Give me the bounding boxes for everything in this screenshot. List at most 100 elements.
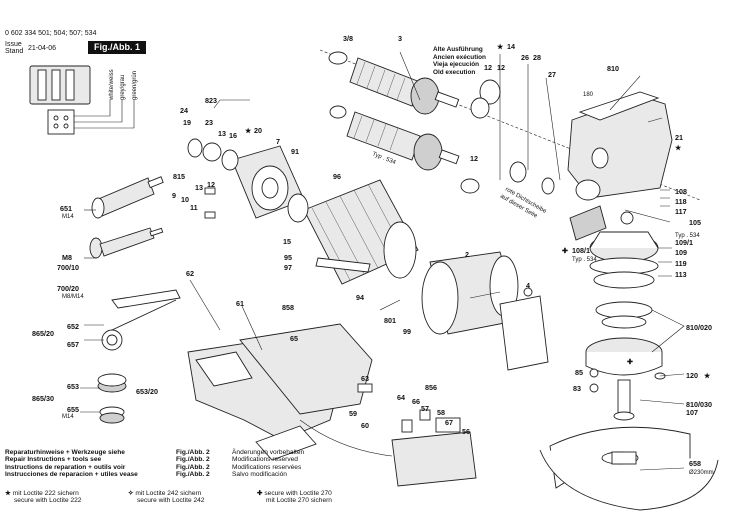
- note-m14: M14: [62, 414, 74, 420]
- label-12: 12: [470, 154, 478, 163]
- label-7: 7: [276, 137, 280, 146]
- loctite-222-symbol: ★: [703, 371, 711, 380]
- bevel-gear-drawing: [569, 205, 659, 289]
- label-117: 117: [675, 207, 687, 216]
- label-65: 65: [290, 334, 298, 343]
- label-105: 105: [689, 218, 701, 227]
- issue-label: Issue: [5, 41, 22, 48]
- bearing-flange-drawing: [187, 138, 309, 223]
- label-10: 10: [181, 195, 189, 204]
- label-4: 4: [526, 281, 530, 290]
- field-coil-drawing: [29, 65, 135, 135]
- label-57: 57: [421, 404, 429, 413]
- label-810-020: 810/020: [686, 323, 712, 332]
- loctite-222-symbol: ★: [244, 126, 252, 135]
- label-16: 16: [229, 131, 237, 140]
- label-91: 91: [291, 147, 299, 156]
- label-12: 12: [484, 63, 492, 72]
- label-62: 62: [186, 269, 194, 278]
- leader-lines: [80, 51, 685, 471]
- label-56: 56: [462, 427, 470, 436]
- label-107: 107: [686, 408, 698, 417]
- label-11: 11: [190, 203, 198, 212]
- loctite-270-symbol: ✚: [627, 357, 633, 366]
- label-99: 99: [403, 327, 411, 336]
- cross-icon: ✚: [257, 490, 263, 497]
- label-95: 95: [284, 253, 292, 262]
- label-865-20: 865/20: [32, 329, 54, 338]
- loctite-222-symbol: ★: [496, 42, 504, 51]
- motor-housing-drawing: [421, 251, 549, 371]
- label-67: 67: [445, 418, 453, 427]
- label-63: 63: [361, 374, 369, 383]
- label-823: 823: [205, 96, 217, 105]
- stator-drawing: [303, 179, 419, 285]
- part-numbers: 0 602 334 501; 504; 507; 534: [5, 30, 97, 37]
- figure-badge: Fig./Abb. 1: [88, 41, 146, 54]
- loctite-270-symbol: ✚: [562, 246, 568, 255]
- legend-loctite-242: ✧ mit Loctite 242 sichern secure with Lo…: [128, 490, 205, 505]
- label-15: 15: [283, 237, 291, 246]
- label-61: 61: [236, 299, 244, 308]
- label-118: 118: [675, 197, 687, 206]
- label-13: 13: [195, 183, 203, 192]
- label-97: 97: [284, 263, 292, 272]
- label-21: 21: [675, 133, 683, 142]
- note-diameter: Ø230mm: [689, 470, 714, 476]
- repair-notes-refs: Fig./Abb. 2 Fig./Abb. 2 Fig./Abb. 2 Fig.…: [176, 449, 210, 479]
- label-20: 20: [254, 126, 262, 135]
- label-66: 66: [412, 397, 420, 406]
- legend-loctite-222: ★ mit Loctite 222 sichern secure with Lo…: [5, 490, 82, 505]
- modifications-note: Änderungen vorbehalten Modifications res…: [232, 449, 305, 479]
- vertical-label-green: green/grün: [132, 71, 138, 100]
- note-m8-m14: M8/M14: [62, 294, 84, 300]
- label-801: 801: [384, 316, 396, 325]
- label-60: 60: [361, 421, 369, 430]
- label-119: 119: [675, 259, 687, 268]
- wheel-guard-drawing: [539, 426, 719, 511]
- label-700-20: 700/20: [57, 284, 79, 293]
- label-113: 113: [675, 270, 687, 279]
- label-108: 108: [675, 187, 687, 196]
- label-9: 9: [172, 191, 176, 200]
- label-858: 858: [282, 303, 294, 312]
- label-12: 12: [497, 63, 505, 72]
- label-120: 120: [686, 371, 698, 380]
- label-14: 14: [507, 42, 515, 51]
- label-655: 655: [67, 405, 79, 414]
- label-810: 810: [607, 64, 619, 73]
- label-m8: M8: [62, 253, 72, 262]
- label-109: 109: [675, 248, 687, 257]
- label-109-1: 109/1: [675, 238, 693, 247]
- label-85: 85: [575, 368, 583, 377]
- note-typ-534: Typ . 534: [675, 233, 700, 239]
- vertical-label-white: white/weiss: [109, 69, 115, 101]
- handle-drawing: [187, 323, 373, 461]
- label-653-20: 653/20: [136, 387, 158, 396]
- star-outline-icon: ✧: [128, 490, 134, 497]
- label-96: 96: [333, 172, 341, 181]
- label-856: 856: [425, 383, 437, 392]
- note-alternate-execution: Alte Ausführung Ancien exécution Vieja e…: [433, 46, 486, 76]
- label-83: 83: [573, 384, 581, 393]
- label-815: 815: [173, 172, 185, 181]
- label-64: 64: [397, 393, 405, 402]
- aux-handle-drawing: [89, 176, 164, 259]
- note-typ-534: Typ . 534: [572, 257, 597, 263]
- label-19: 19: [183, 118, 191, 127]
- label-24: 24: [180, 106, 188, 115]
- issue-date: 21-04-06: [28, 45, 57, 52]
- flange-drawing: [585, 301, 666, 421]
- armature-drawing: [319, 49, 701, 201]
- vertical-label-grey: grey/grau: [120, 75, 126, 100]
- label-26: 26: [521, 53, 529, 62]
- label-658: 658: [689, 459, 701, 468]
- label-810-030: 810/030: [686, 400, 712, 409]
- label-653: 653: [67, 382, 79, 391]
- label-23: 23: [205, 118, 213, 127]
- label-28: 28: [533, 53, 541, 62]
- flange-nut-drawing: [97, 373, 127, 424]
- legend-loctite-270: ✚ secure with Loctite 270 mit Loctite 27…: [257, 490, 332, 505]
- label-59: 59: [349, 409, 357, 418]
